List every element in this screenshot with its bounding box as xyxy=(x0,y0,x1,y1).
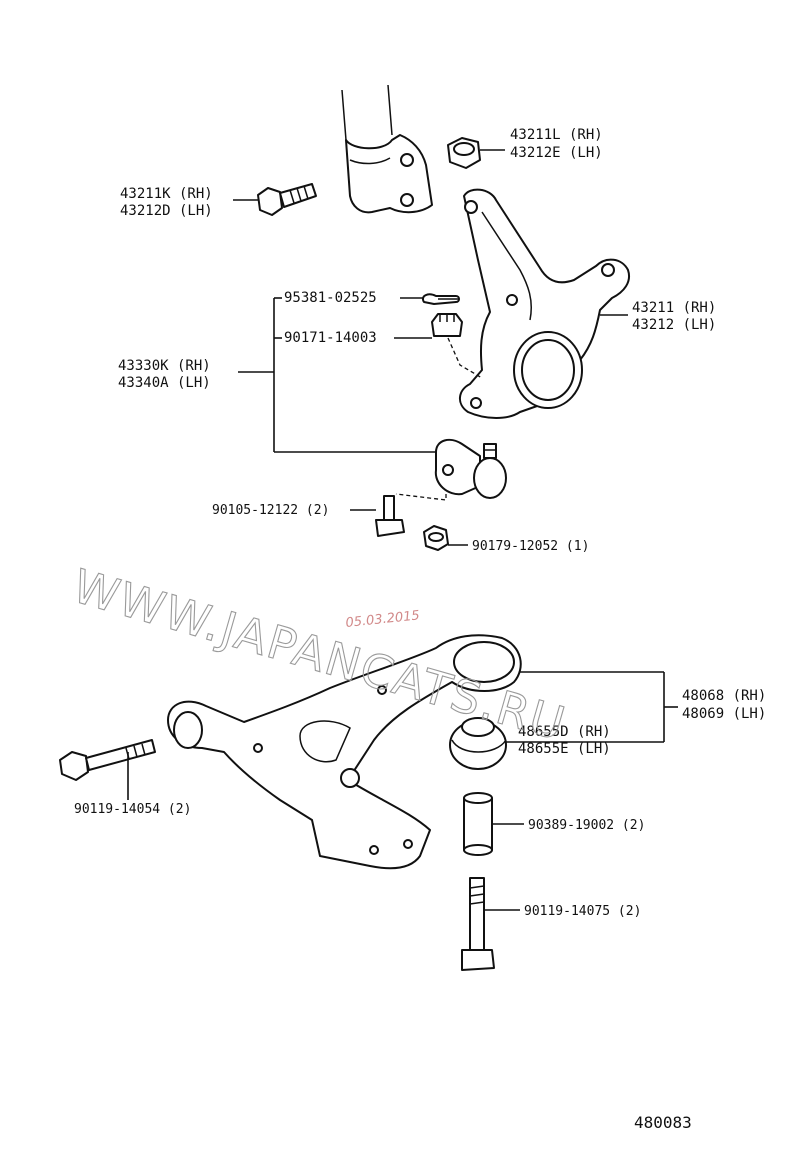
diagram-id: 480083 xyxy=(634,1113,692,1132)
label-90105-12122: 90105-12122 (2) xyxy=(212,503,329,518)
label-43340a-lh: 43340A (LH) xyxy=(118,375,211,391)
label-95381-02525: 95381-02525 xyxy=(284,290,377,306)
collar-90389-drawing xyxy=(463,792,493,856)
label-43211-rh: 43211 (RH) xyxy=(632,300,716,316)
knuckle-43211-drawing xyxy=(459,188,630,419)
label-48069-lh: 48069 (LH) xyxy=(682,706,766,722)
nut-90179-drawing xyxy=(423,525,449,551)
bolt-90119-14075-drawing xyxy=(461,877,495,971)
nut-43211l-drawing xyxy=(447,137,481,169)
cotter-pin-95381-drawing xyxy=(422,293,460,305)
label-90119-14054: 90119-14054 (2) xyxy=(74,802,191,817)
bolt-90105-drawing xyxy=(375,495,405,537)
label-48655e-lh: 48655E (LH) xyxy=(518,741,611,757)
bolt-90119-14054-drawing xyxy=(59,739,156,781)
control-arm-48068-drawing xyxy=(167,634,522,870)
label-43211l-rh: 43211L (RH) xyxy=(510,127,603,143)
label-48068-rh: 48068 (RH) xyxy=(682,688,766,704)
castle-nut-90171-drawing xyxy=(431,313,463,337)
label-90179-12052: 90179-12052 (1) xyxy=(472,539,589,554)
label-90171-14003: 90171-14003 xyxy=(284,330,377,346)
bolt-43211k-drawing xyxy=(257,183,317,216)
label-43212d-lh: 43212D (LH) xyxy=(120,203,213,219)
label-48655d-rh: 48655D (RH) xyxy=(518,724,611,740)
ball-joint-43330k-drawing xyxy=(434,438,507,499)
watermark-date: 05.03.2015 xyxy=(345,608,421,631)
strut-bracket-drawing xyxy=(341,84,433,214)
label-43330k-rh: 43330K (RH) xyxy=(118,358,211,374)
label-90389-19002: 90389-19002 (2) xyxy=(528,818,645,833)
label-43212e-lh: 43212E (LH) xyxy=(510,145,603,161)
label-43212-lh: 43212 (LH) xyxy=(632,317,716,333)
label-43211k-rh: 43211K (RH) xyxy=(120,186,213,202)
label-90119-14075: 90119-14075 (2) xyxy=(524,904,641,919)
bushing-48655d-drawing xyxy=(449,717,507,770)
